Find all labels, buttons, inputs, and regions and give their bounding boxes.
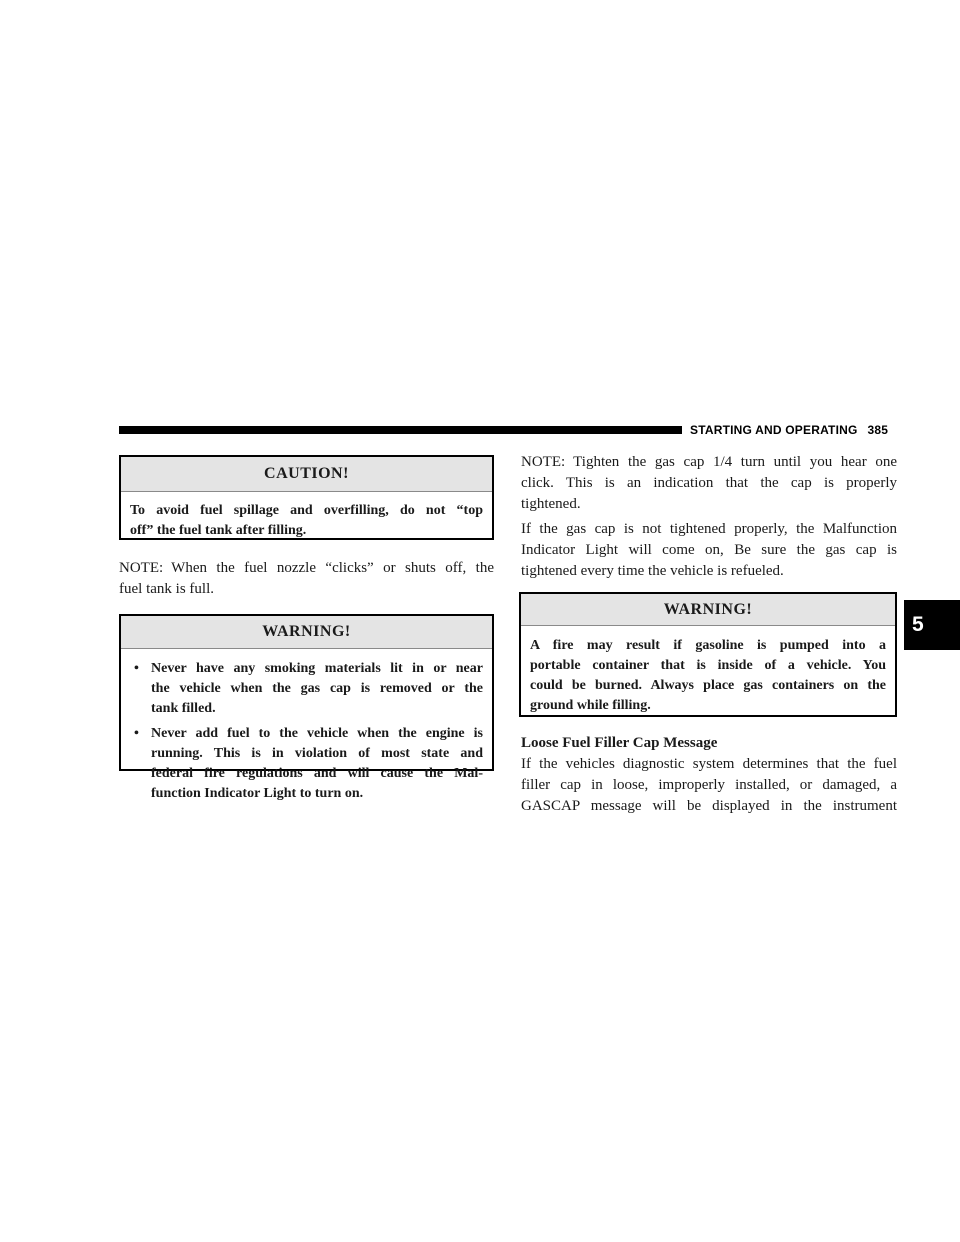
warning-text: A fire may result if gasoline is pumped … — [521, 626, 895, 716]
note-gas-cap: NOTE: Tighten the gas cap 1/4 turn until … — [521, 452, 897, 515]
note-label: NOTE: — [521, 454, 566, 470]
warning-text: • Never have any smoking materials lit i… — [121, 649, 492, 804]
warning-list: • Never have any smoking materials lit i… — [130, 659, 483, 804]
list-line: Never add fuel to the vehicle when the e… — [151, 726, 483, 741]
note-label: NOTE: — [119, 560, 164, 576]
paragraph-line: GASCAP message will be displayed in the … — [521, 798, 897, 814]
header-rule — [119, 426, 682, 434]
running-header: STARTING AND OPERATING 385 — [690, 423, 900, 437]
list-item: • Never add fuel to the vehicle when the… — [130, 724, 483, 804]
list-line: federal fire regulations and will cause … — [151, 766, 483, 781]
list-item: • Never have any smoking materials lit i… — [130, 659, 483, 719]
list-line: running. This is in violation of most st… — [151, 746, 483, 761]
note-text: click. This is an indication that the ca… — [521, 475, 897, 491]
list-line: tank filled. — [151, 701, 216, 716]
chapter-tab: 5 — [904, 600, 960, 650]
warning-box-smoking: WARNING! • Never have any smoking materi… — [119, 614, 494, 801]
warning-line: ground while filling. — [530, 698, 651, 713]
note-fuel-nozzle: NOTE: When the fuel nozzle “clicks” or sh… — [119, 558, 494, 600]
paragraph-line: filler cap in loose, improperly installe… — [521, 777, 897, 793]
section-title: STARTING AND OPERATING — [690, 423, 858, 437]
note-text: When the fuel nozzle “clicks” or shuts o… — [171, 560, 494, 576]
bullet-icon: • — [134, 661, 139, 676]
paragraph-line: Indicator Light will come on, Be sure th… — [521, 542, 897, 558]
caution-title: CAUTION! — [121, 457, 492, 492]
paragraph-line: If the vehicles diagnostic system determ… — [521, 756, 897, 772]
warning-line: could be burned. Always place gas contai… — [530, 678, 886, 693]
list-line: function Indicator Light to turn on. — [151, 786, 364, 801]
caution-text: To avoid fuel spillage and overfilling, … — [121, 492, 492, 541]
bullet-icon: • — [134, 726, 139, 741]
paragraph-line: If the gas cap is not tightened properly… — [521, 521, 897, 537]
note-text: fuel tank is full. — [119, 581, 214, 597]
note-text: Tighten the gas cap 1/4 turn until you h… — [573, 454, 897, 470]
page-number: 385 — [867, 423, 889, 437]
warning-title: WARNING! — [521, 594, 895, 626]
paragraph-gascap-message: If the vehicles diagnostic system determ… — [521, 754, 897, 817]
caution-box: CAUTION! To avoid fuel spillage and over… — [119, 455, 494, 540]
list-line: the vehicle when the gas cap is removed … — [151, 681, 483, 696]
warning-line: portable container that is inside of a v… — [530, 658, 886, 673]
caution-line: To avoid fuel spillage and overfilling, … — [130, 503, 483, 518]
warning-box-portable-container: WARNING! A fire may result if gasoline i… — [519, 592, 897, 717]
paragraph-malfunction-light: If the gas cap is not tightened properly… — [521, 519, 897, 582]
warning-line: A fire may result if gasoline is pumped … — [530, 638, 886, 653]
list-line: Never have any smoking materials lit in … — [151, 661, 483, 676]
note-text: tightened. — [521, 496, 581, 512]
warning-title: WARNING! — [121, 616, 492, 649]
caution-line: off” the fuel tank after filling. — [130, 523, 307, 538]
subheading-loose-cap: Loose Fuel Filler Cap Message — [521, 735, 718, 751]
paragraph-line: tightened every time the vehicle is refu… — [521, 563, 784, 579]
